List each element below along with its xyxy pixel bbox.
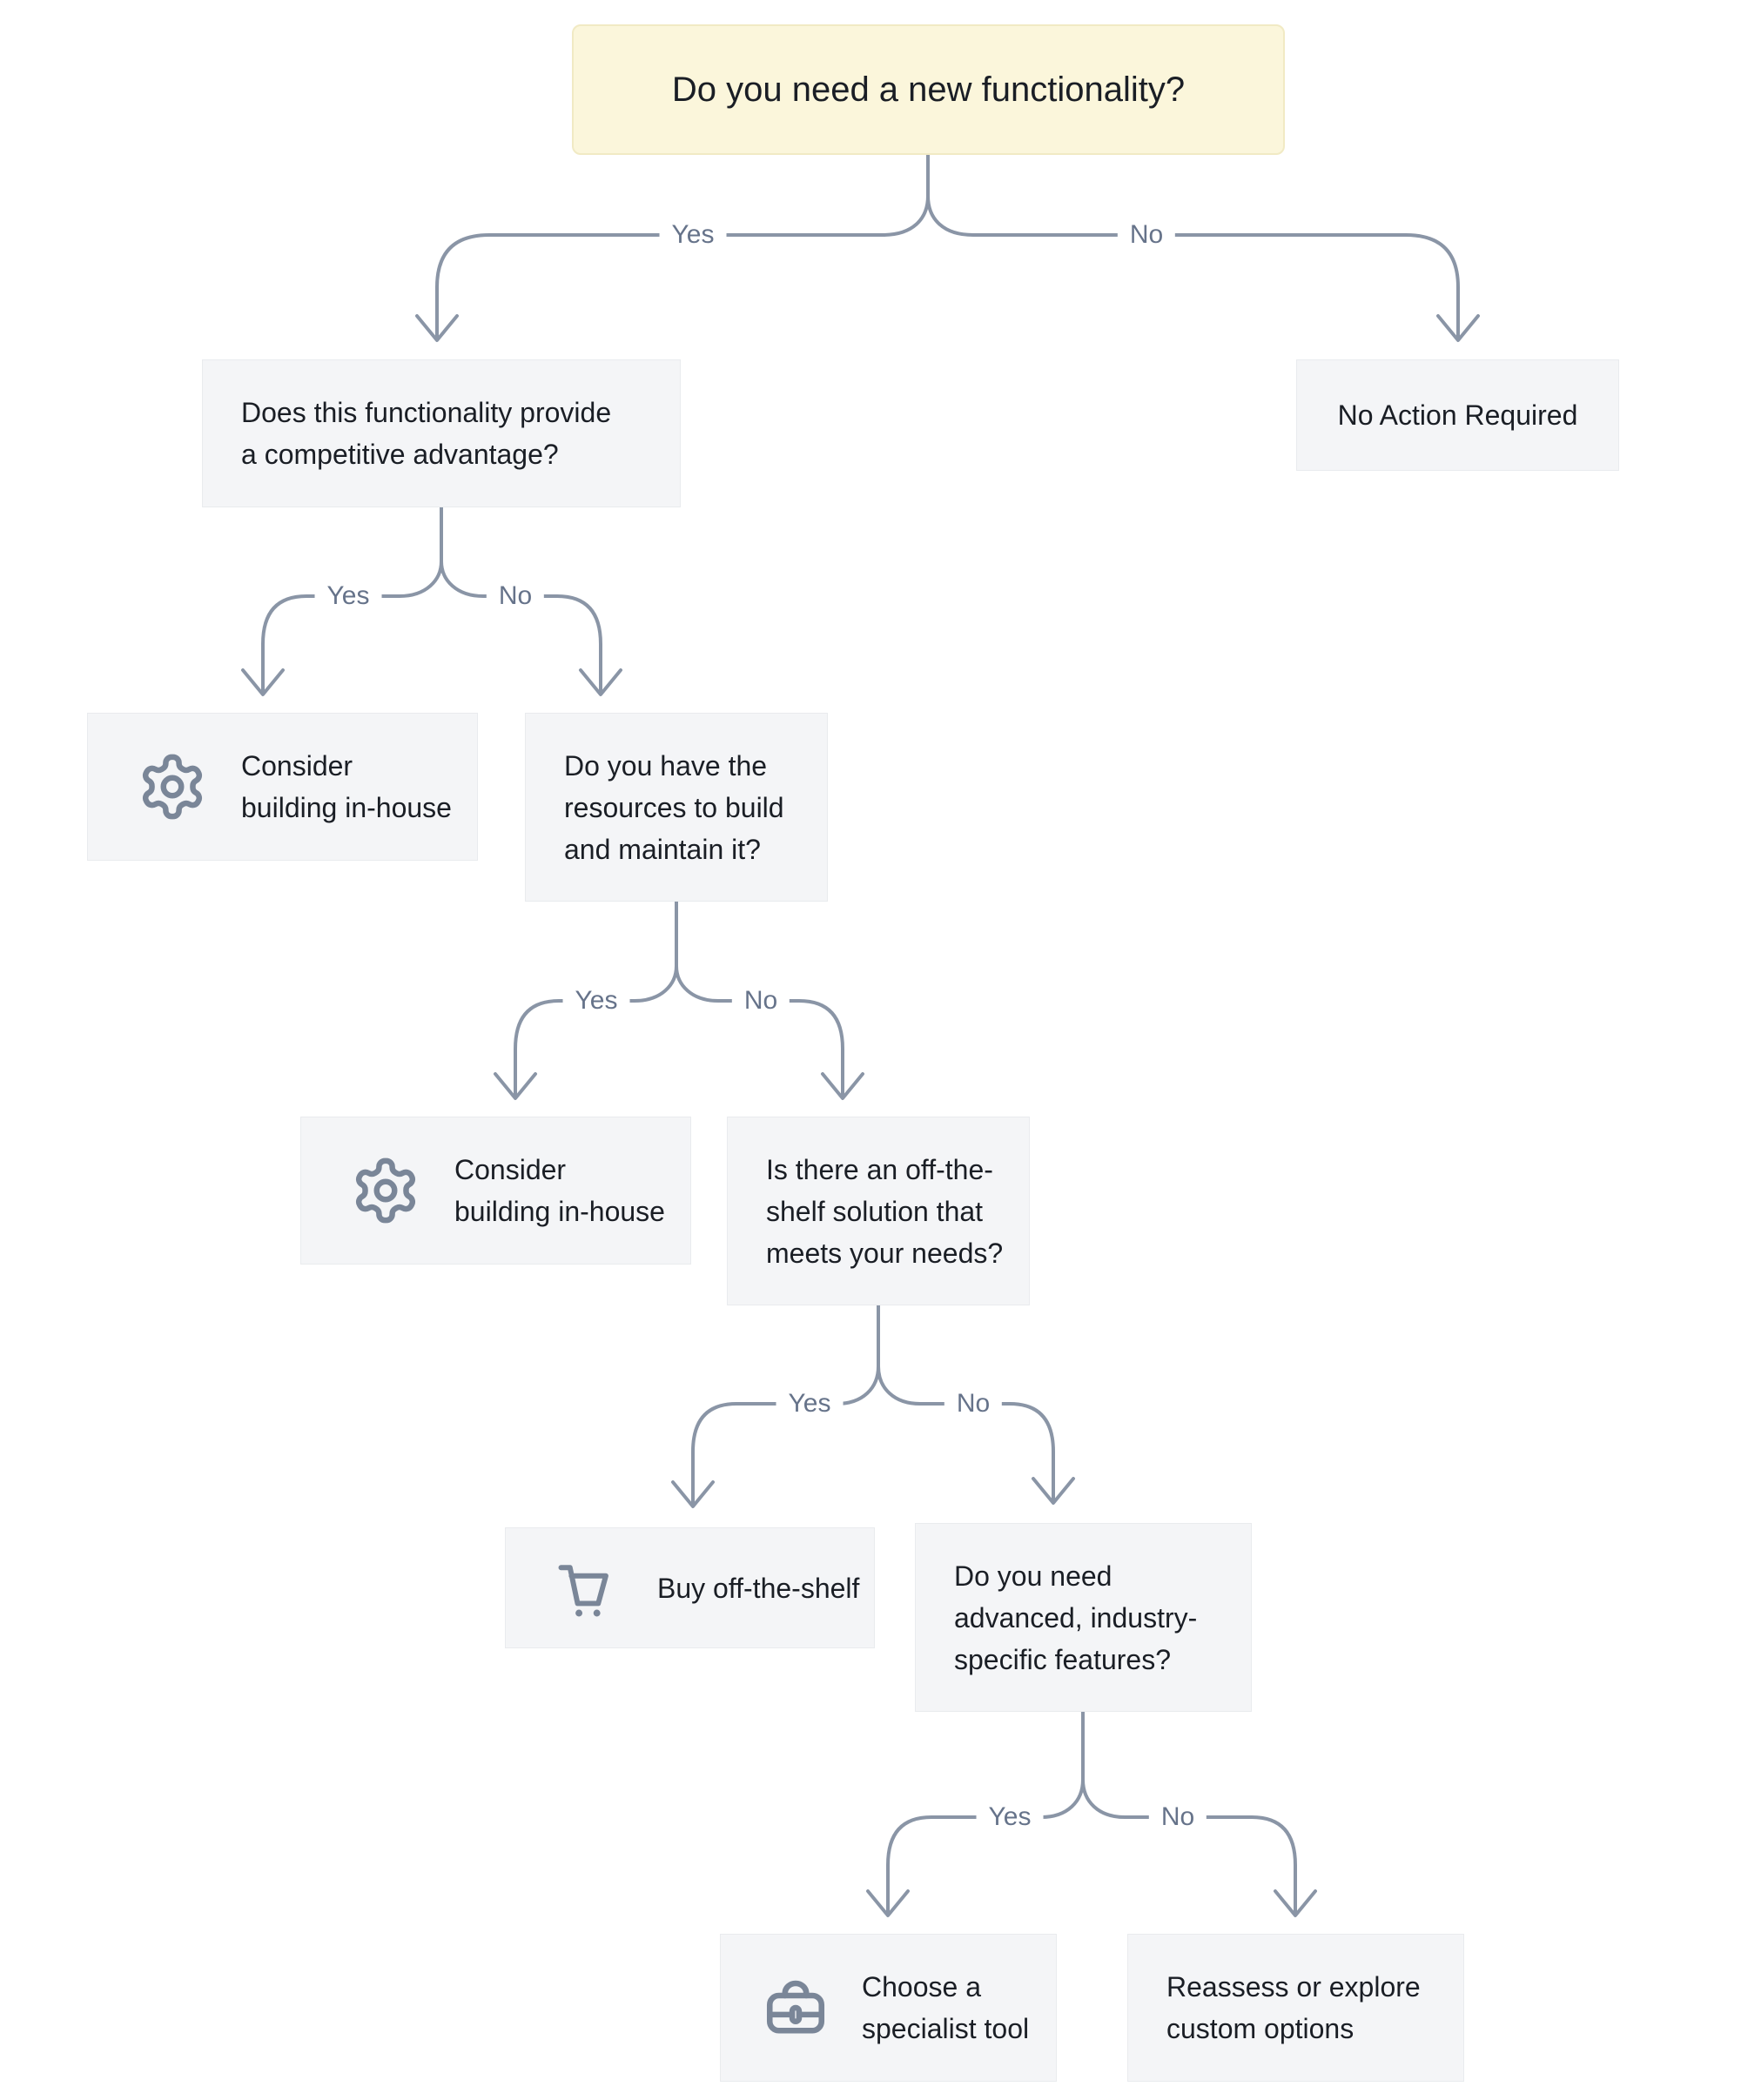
edge-no xyxy=(675,964,844,1096)
node-text-line: Is there an off-the- xyxy=(766,1153,993,1185)
gear-icon xyxy=(137,751,208,822)
node-text-line: custom options xyxy=(1166,2013,1354,2044)
no-label: No xyxy=(486,580,545,613)
outcome-node-specialist-tool: Choose a specialist tool xyxy=(720,1934,1057,2082)
edge-no xyxy=(440,560,602,692)
edge-root-no xyxy=(926,194,1460,338)
node-text-line: Choose a xyxy=(862,1971,981,2003)
no-label: No xyxy=(1117,218,1176,252)
outcome-node-consider-in-house-1: Consider building in-house xyxy=(87,713,478,861)
outcome-node-reassess: Reassess or explore custom options xyxy=(1127,1934,1464,2082)
edge-yes xyxy=(261,560,443,692)
node-text-line: meets your needs? xyxy=(766,1237,1004,1269)
outcome-node-consider-in-house-2: Consider building in-house xyxy=(300,1117,691,1265)
decision-node-off-the-shelf: Is there an off-the- shelf solution that… xyxy=(727,1117,1030,1305)
arrowhead xyxy=(866,1889,910,1917)
edge-yes xyxy=(691,1365,880,1504)
briefcase-icon xyxy=(759,1971,832,2044)
node-text-line: advanced, industry- xyxy=(954,1601,1198,1634)
arrowhead xyxy=(415,314,459,342)
edge-yes xyxy=(886,1778,1085,1913)
arrowhead xyxy=(1436,314,1480,342)
cart-icon xyxy=(553,1555,619,1621)
node-text-line: Do you need a new functionality? xyxy=(671,70,1186,109)
outcome-node-no-action: No Action Required xyxy=(1296,359,1619,471)
arrowhead xyxy=(494,1072,537,1100)
node-text-line: Consider xyxy=(454,1154,567,1185)
edge-no xyxy=(877,1365,1055,1500)
gear-icon xyxy=(350,1155,421,1226)
node-text-line: Does this functionality provide xyxy=(241,397,612,428)
node-text-line: Consider xyxy=(241,750,353,782)
node-text-line: Reassess or explore xyxy=(1166,1971,1421,2003)
edge-yes xyxy=(514,964,678,1096)
no-label: No xyxy=(731,984,790,1017)
arrowhead xyxy=(1032,1477,1075,1505)
yes-label: Yes xyxy=(976,1801,1044,1834)
node-text-line: building in-house xyxy=(454,1196,665,1227)
yes-label: Yes xyxy=(776,1387,844,1420)
yes-label: Yes xyxy=(314,580,382,613)
node-text-line: Buy off-the-shelf xyxy=(657,1572,860,1604)
arrowhead xyxy=(821,1072,864,1100)
decision-node-industry-features: Do you need advanced, industry- specific… xyxy=(915,1523,1252,1712)
node-text-line: Do you need xyxy=(954,1560,1112,1592)
arrowhead xyxy=(1274,1889,1317,1917)
node-text-line: and maintain it? xyxy=(564,833,761,865)
yes-label: Yes xyxy=(659,218,727,252)
node-text-line: shelf solution that xyxy=(766,1195,984,1227)
node-text-line: specialist tool xyxy=(862,2013,1030,2044)
decision-node-resources: Do you have the resources to build and m… xyxy=(525,713,828,902)
node-text-line: a competitive advantage? xyxy=(241,439,559,470)
arrowhead xyxy=(671,1480,715,1508)
edge-no xyxy=(1081,1778,1297,1913)
node-text-line: resources to build xyxy=(564,791,784,823)
yes-label: Yes xyxy=(562,984,630,1017)
node-text-line: specific features? xyxy=(954,1643,1172,1675)
no-label: No xyxy=(944,1387,1003,1420)
node-text-line: No Action Required xyxy=(1337,399,1578,431)
edge-root-yes xyxy=(435,194,930,338)
decision-node-root: Do you need a new functionality? xyxy=(572,24,1285,155)
arrowhead xyxy=(241,668,285,696)
no-label: No xyxy=(1148,1801,1207,1834)
decision-node-competitive-advantage: Does this functionality provide a compet… xyxy=(202,359,681,507)
outcome-node-buy-off-the-shelf: Buy off-the-shelf xyxy=(505,1527,875,1648)
node-text-line: building in-house xyxy=(241,792,452,823)
arrowhead xyxy=(579,668,622,696)
node-text-line: Do you have the xyxy=(564,749,768,782)
